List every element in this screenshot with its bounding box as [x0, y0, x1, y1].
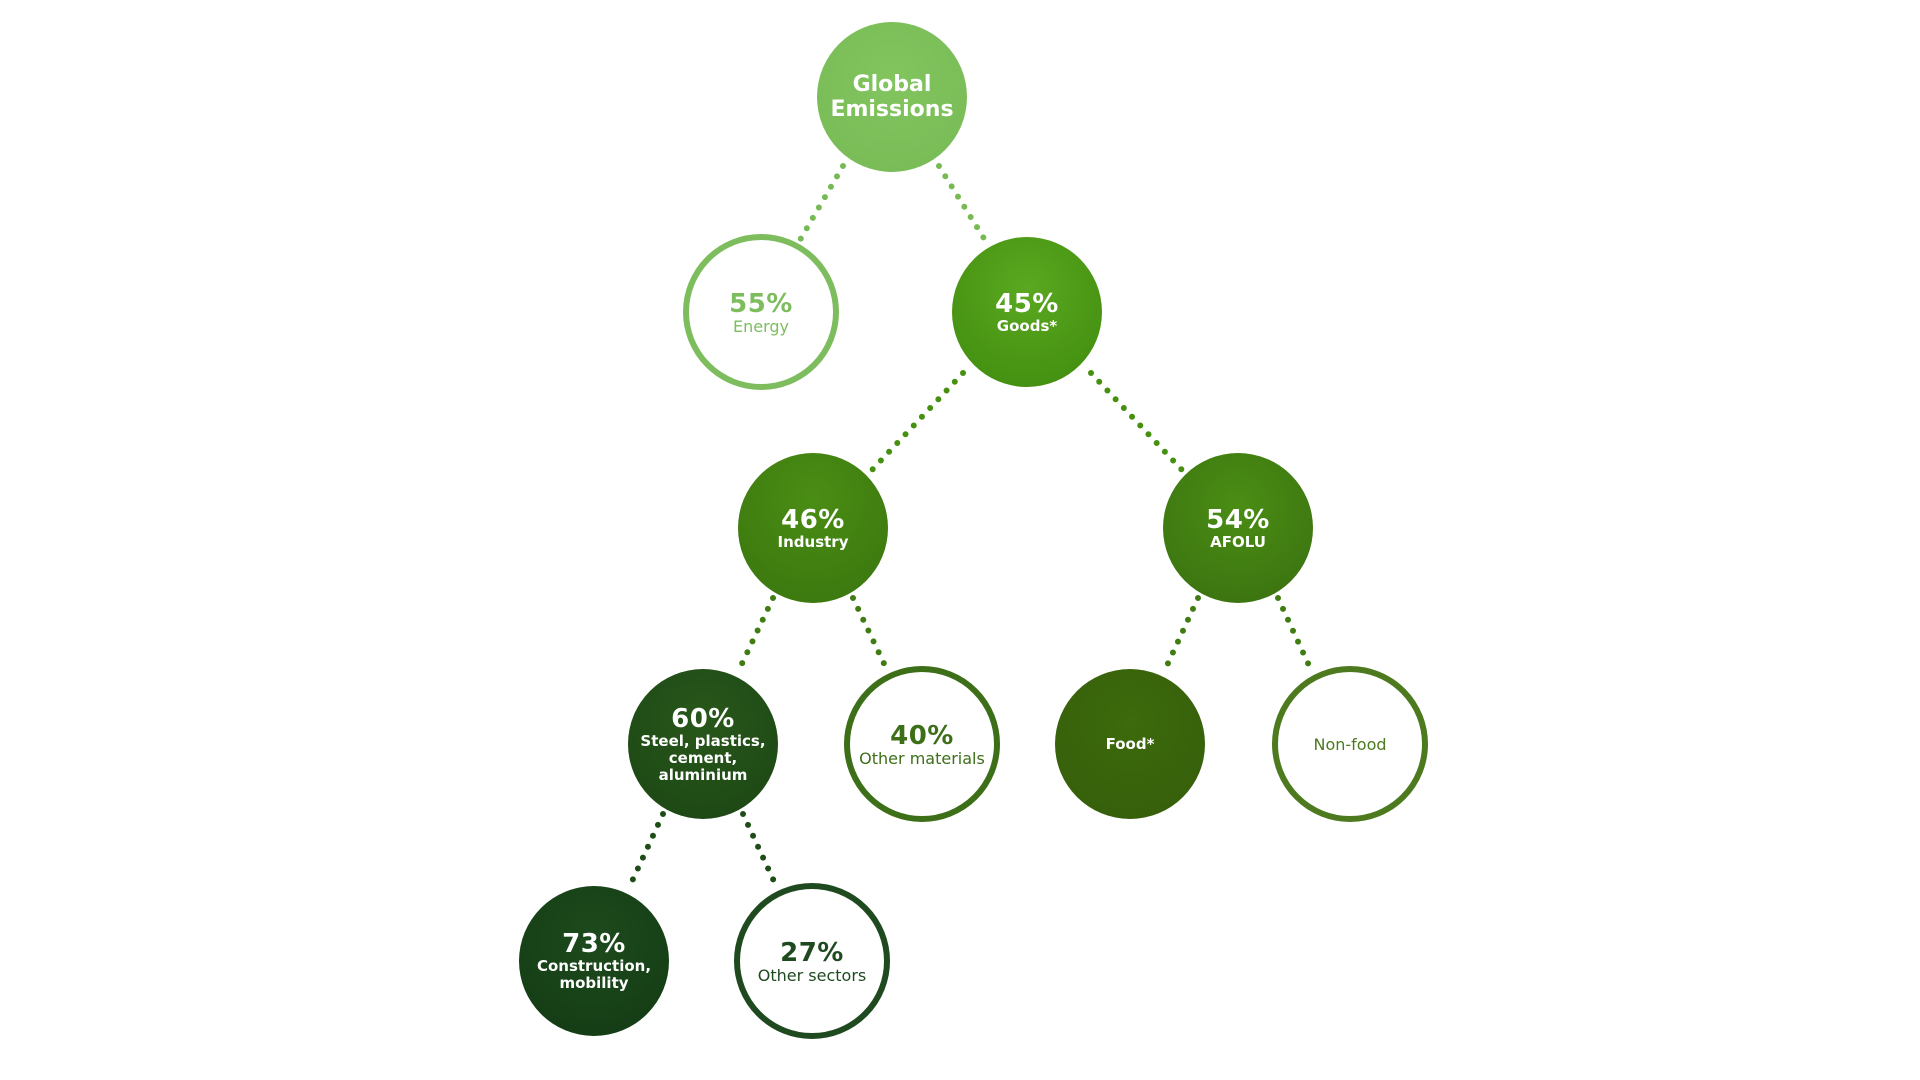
link-global-goods: [936, 163, 988, 243]
node-energy: 55% Energy: [683, 234, 839, 390]
node-label: Goods*: [996, 316, 1058, 335]
link-steel-othersec: [740, 811, 781, 893]
node-percent: 60%: [671, 703, 735, 734]
node-percent: 73%: [562, 929, 626, 959]
node-other-sectors: 27% Other sectors: [734, 883, 890, 1039]
node-percent: 27%: [780, 937, 844, 968]
node-non-food: Non-food: [1272, 666, 1428, 822]
node-other-materials: 40% Other materials: [844, 666, 1000, 822]
node-percent: 40%: [890, 720, 954, 751]
node-label: Energy: [732, 316, 789, 336]
node-industry: 46% Industry: [738, 453, 888, 603]
node-label: Global Emissions: [830, 72, 954, 122]
link-goods-industry: [869, 370, 966, 473]
node-afolu: 54% AFOLU: [1163, 453, 1313, 603]
node-percent: 54%: [1206, 504, 1270, 535]
node-percent: 55%: [729, 288, 793, 319]
node-percent: 45%: [995, 288, 1059, 319]
link-industry-othermat: [850, 595, 891, 675]
link-global-energy: [797, 163, 846, 243]
node-label: Construction, mobility: [536, 957, 652, 992]
node-steel-plastics-cement-aluminium: 60% Steel, plastics, cement, aluminium: [628, 669, 778, 819]
node-goods: 45% Goods*: [952, 237, 1102, 387]
link-steel-construction: [625, 811, 666, 893]
node-label: Food*: [1105, 734, 1155, 753]
link-afolu-food: [1161, 595, 1201, 675]
node-label: Other sectors: [757, 965, 867, 985]
node-food: Food*: [1055, 669, 1205, 819]
node-percent: 46%: [781, 504, 845, 535]
link-industry-steel: [735, 595, 776, 675]
node-label: Industry: [777, 532, 849, 551]
link-afolu-nonfood: [1275, 595, 1315, 675]
node-global-emissions: Global Emissions: [817, 22, 967, 172]
node-label: AFOLU: [1210, 532, 1266, 551]
node-label: Other materials: [859, 748, 985, 768]
link-goods-afolu: [1088, 370, 1185, 473]
node-label: Steel, plastics, cement, aluminium: [640, 731, 766, 784]
node-construction-mobility: 73% Construction, mobility: [519, 886, 669, 1036]
node-label: Non-food: [1313, 734, 1387, 754]
